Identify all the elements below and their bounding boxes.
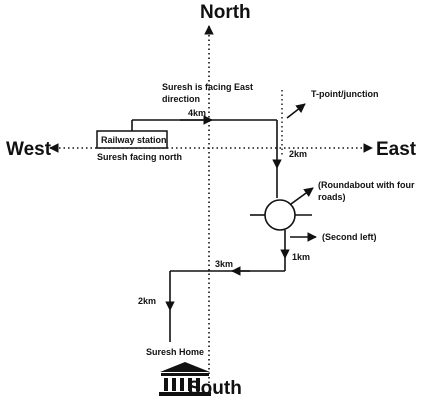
dist-4km-label: 4km — [188, 108, 206, 118]
railway-station-label: Railway station — [101, 135, 167, 145]
roundabout-circle — [264, 199, 296, 231]
dist-2km-left-label: 2km — [138, 296, 156, 306]
roundabout-label-line2: roads) — [318, 192, 346, 202]
dist-2km-right-label: 2km — [289, 149, 307, 159]
dist-3km-label: 3km — [215, 259, 233, 269]
t-point-label: T-point/junction — [311, 89, 378, 99]
suresh-home-label: Suresh Home — [146, 347, 204, 357]
roundabout-pointer — [290, 187, 314, 205]
facing-north-label: Suresh facing north — [97, 152, 182, 162]
t-point-pointer — [286, 103, 306, 119]
facing-east-label-line2: direction — [162, 94, 200, 104]
north-label: North — [200, 2, 251, 23]
building-columns-icon — [159, 362, 211, 396]
dist-1km-label: 1km — [292, 252, 310, 262]
second-left-label: (Second left) — [322, 232, 377, 242]
roundabout-label-line1: (Roundabout with four — [318, 180, 415, 190]
east-label: East — [376, 139, 417, 160]
facing-east-label-line1: Suresh is facing East — [162, 82, 253, 92]
west-label: West — [6, 139, 52, 160]
